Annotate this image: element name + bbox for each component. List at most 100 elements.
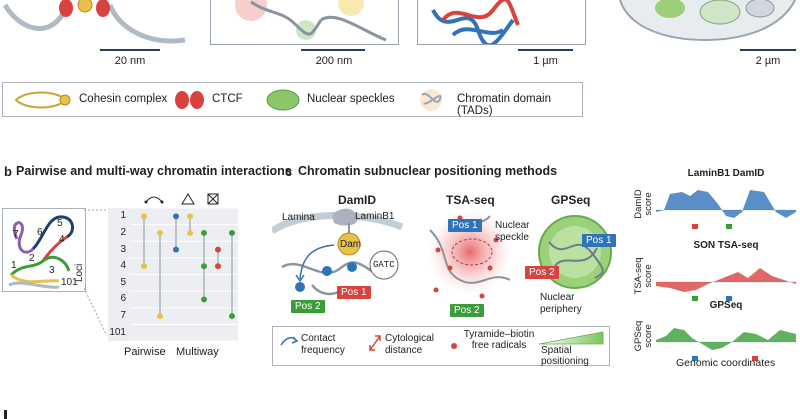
polymer-label-101: 101 (61, 277, 78, 288)
loci-axis-label: Loci (74, 263, 85, 282)
top-panel-2 (210, 0, 399, 45)
gpseq-title: GPSeq (551, 193, 591, 207)
polymer-label-2: 2 (29, 253, 35, 264)
ctcf-icon (175, 91, 204, 109)
polymer-label-4: 4 (59, 234, 65, 245)
panel-b-title: Pairwise and multi-way chromatin interac… (16, 164, 292, 178)
inset-connector-lines (84, 209, 107, 335)
loci-labels: 1 2 3 4 5 6 7 101 (108, 208, 132, 341)
track-area (656, 268, 796, 292)
panel-c-title: Chromatin subnuclear positioning methods (298, 164, 558, 178)
group-label-pairwise: Pairwise (124, 346, 166, 358)
track-title: SON TSA-seq (693, 240, 759, 251)
locus-label: 101 (109, 326, 126, 338)
legend-label-cohesin: Cohesin complex (79, 93, 168, 105)
polymer-label-6: 6 (37, 227, 43, 238)
gpseq-pos2-tag: Pos 2 (525, 266, 559, 279)
interaction-anchor (141, 263, 147, 270)
polymer-label-3: 3 (49, 265, 55, 276)
top-panel-3 (417, 0, 586, 48)
position-marker (692, 356, 698, 361)
track-profile (656, 190, 796, 229)
damid-laminb1-label: LaminB1 (355, 211, 395, 222)
interaction-anchor (187, 213, 193, 220)
damid-lamina-label: Lamina (282, 212, 315, 223)
tsa-speckle-label: Nuclear speckle (495, 220, 530, 243)
key-label-distance: Cytological distance (385, 333, 434, 356)
chromosome-territory-illustration (431, 0, 520, 48)
damid-title: DamID (338, 193, 377, 207)
tad-illustration (235, 0, 387, 42)
damid-gatc-label: GATC (373, 260, 395, 270)
group-label-multiway: Multiway (176, 346, 219, 358)
position-marker (692, 296, 698, 301)
tsa-title: TSA-seq (446, 193, 495, 207)
tsa-pos2-tag: Pos 2 (450, 304, 484, 317)
locus-label: 3 (120, 243, 126, 255)
interaction-anchor (173, 246, 179, 253)
key-label-radicals: Tyramide–biotin free radicals (463, 329, 535, 351)
locus-label: 1 (120, 210, 126, 222)
cohesin-loop-illustration (2, 0, 186, 44)
polymer-loop-illustration (8, 215, 75, 289)
track-y-label: TSA-seq score (633, 257, 654, 295)
position-marker (692, 224, 698, 229)
locus-label: 4 (120, 260, 126, 272)
legend-label-ctcf: CTCF (212, 93, 243, 105)
damid-dam-label: Dam (340, 239, 362, 250)
locus-label: 2 (120, 226, 126, 238)
position-marker (726, 296, 732, 301)
track-area (656, 190, 796, 218)
interaction-type-icons (144, 193, 219, 205)
track-area (656, 328, 796, 350)
interaction-anchor (215, 246, 221, 253)
locus-label: 6 (120, 293, 126, 305)
interaction-anchor (201, 229, 207, 236)
gpseq-pos1-tag: Pos 1 (582, 234, 616, 247)
interaction-anchor (141, 213, 147, 220)
locus-label: 7 (120, 310, 126, 322)
panel-b-letter: b (4, 164, 12, 179)
gradient-wedge-icon (539, 331, 604, 345)
scale-bar-1 (100, 49, 160, 51)
interaction-anchor (157, 313, 163, 320)
position-marker (752, 356, 758, 361)
track-profile (656, 268, 796, 301)
curved-arrow-icon (280, 336, 299, 346)
interaction-anchor (201, 296, 207, 303)
interaction-anchor (187, 229, 193, 236)
gpseq-illustration (538, 215, 612, 289)
tracks-x-label: Genomic coordinates (676, 357, 776, 369)
key-label-contact: Contact frequency (301, 333, 345, 356)
chromatin-domain-icon (420, 89, 442, 111)
scale-bar-2 (301, 49, 365, 51)
scale-label-2: 200 nm (315, 55, 353, 67)
legend-label-nuclear-speckles: Nuclear speckles (307, 93, 395, 105)
top-panel-4 (610, 0, 800, 44)
scale-label-1: 20 nm (114, 55, 146, 67)
position-marker (726, 224, 732, 229)
damid-illustration (272, 208, 404, 296)
interaction-anchor (157, 229, 163, 236)
interaction-anchor (229, 229, 235, 236)
interaction-anchor (229, 313, 235, 320)
cohesin-icon (14, 91, 71, 109)
scale-bar-3 (518, 49, 573, 51)
track-y-label: DamID score (633, 189, 654, 219)
polymer-inset: 7 6 5 4 1 2 3 101 (2, 208, 86, 292)
polymer-label-1: 1 (11, 260, 17, 271)
double-arrow-icon (369, 335, 381, 351)
scale-label-3: 1 µm (533, 55, 558, 67)
interaction-anchor (173, 213, 179, 220)
panel-c-letter: c (285, 164, 293, 179)
nuclear-speckle-icon (266, 89, 300, 111)
polymer-label-7: 7 (13, 229, 19, 240)
track-title: LaminB1 DamID (687, 168, 765, 179)
scale-bar-4 (740, 49, 796, 51)
damid-pos1-tag: Pos 1 (337, 286, 371, 299)
interaction-matrix (108, 207, 238, 342)
track-y-label: GPSeq score (633, 320, 654, 352)
method-key-box: Contact frequency Cytological distance T… (272, 326, 610, 367)
locus-label: 5 (120, 276, 126, 288)
key-label-spatial: Spatial positioning (541, 345, 589, 367)
